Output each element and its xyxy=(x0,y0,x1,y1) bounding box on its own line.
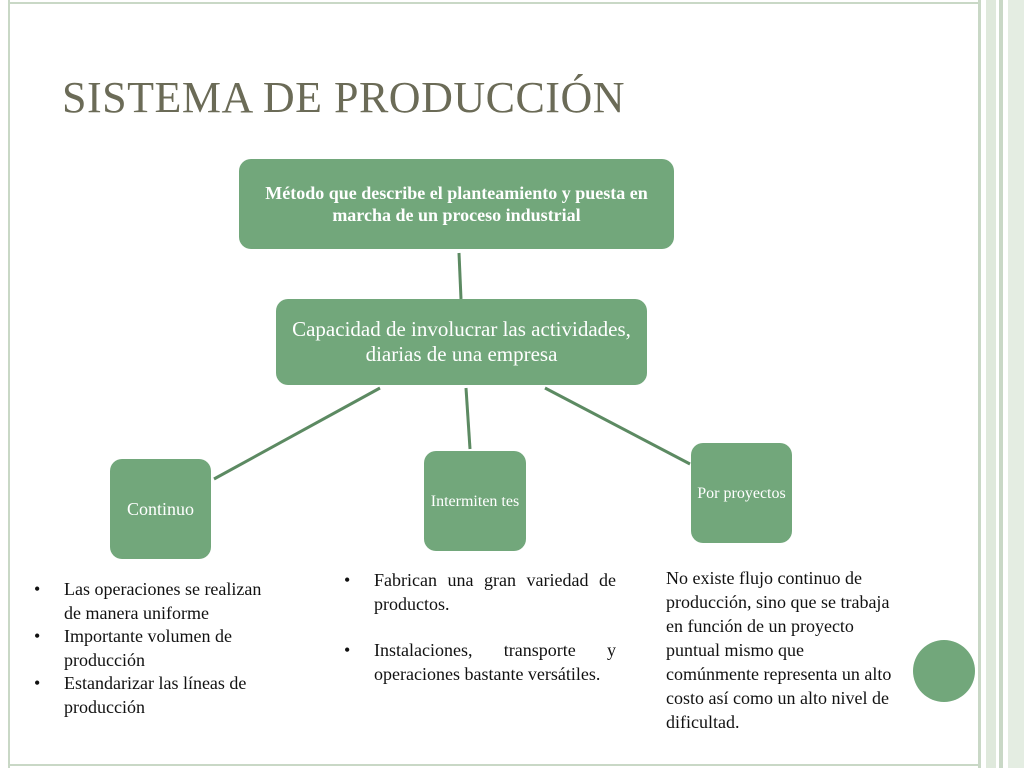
list-item: Importante volumen de producción xyxy=(30,625,270,672)
frame-right-stripe-2 xyxy=(986,0,996,768)
list-item: Instalaciones, transporte y operaciones … xyxy=(340,639,616,686)
node-intermitentes: Intermiten tes xyxy=(424,451,526,551)
node-method-text: Método que describe el planteamiento y p… xyxy=(265,183,648,225)
list-item: Fabrican una gran variedad de productos. xyxy=(340,569,616,616)
frame-top-line xyxy=(8,2,978,4)
intermitentes-list: Fabrican una gran variedad de productos.… xyxy=(340,569,616,709)
slide-title: SISTEMA DE PRODUCCIÓN xyxy=(62,73,626,122)
node-method: Método que describe el planteamiento y p… xyxy=(239,159,674,249)
continuo-list: Las operaciones se realizan de manera un… xyxy=(30,578,270,719)
connector-middle-right xyxy=(544,386,691,466)
node-continuo-text: Continuo xyxy=(126,498,194,519)
node-proyectos: Por proyectos xyxy=(691,443,792,543)
node-capacity: Capacidad de involucrar las actividades,… xyxy=(276,299,647,385)
frame-right-stripe-1 xyxy=(978,0,981,768)
frame-right-stripe-3 xyxy=(999,0,1003,768)
node-continuo: Continuo xyxy=(110,459,211,559)
connector-top-middle xyxy=(457,252,463,300)
frame-bottom-line xyxy=(8,764,978,766)
connector-middle-center xyxy=(464,387,472,450)
node-capacity-text: Capacidad de involucrar las actividades,… xyxy=(292,317,631,366)
list-item: Las operaciones se realizan de manera un… xyxy=(30,578,270,625)
list-item: Estandarizar las líneas de producción xyxy=(30,672,270,719)
frame-left-line xyxy=(8,0,10,768)
proyectos-description: No existe flujo continuo de producción, … xyxy=(666,568,892,732)
node-proyectos-text: Por proyectos xyxy=(697,484,786,502)
frame-right-stripe-4 xyxy=(1008,0,1024,768)
node-intermitentes-text: Intermiten tes xyxy=(430,492,520,510)
connector-middle-left xyxy=(213,386,381,481)
decorative-circle xyxy=(913,640,975,702)
